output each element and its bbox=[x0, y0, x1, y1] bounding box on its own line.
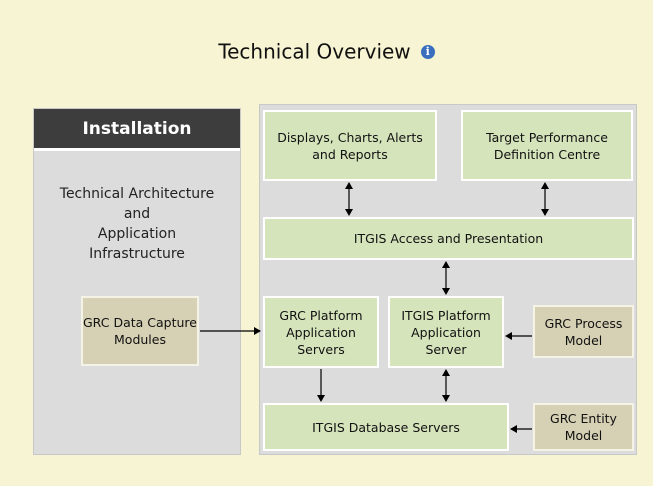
box-label: GRC Entity Model bbox=[550, 411, 617, 443]
grc-data-capture-modules-box: GRC Data Capture Modules bbox=[81, 296, 199, 366]
grc-platform-servers-box: GRC Platform Application Servers bbox=[263, 296, 379, 368]
title-text: Technical Overview bbox=[218, 39, 411, 64]
architecture-line: Technical Architecture bbox=[59, 186, 215, 202]
architecture-line: Infrastructure bbox=[89, 246, 185, 262]
architecture-line: and bbox=[123, 206, 151, 222]
box-label: Displays, Charts, Alerts and Reports bbox=[277, 129, 423, 162]
box-label: ITGIS Database Servers bbox=[312, 419, 460, 435]
box-label: GRC Platform Application Servers bbox=[279, 307, 363, 357]
grc-entity-model-box: GRC Entity Model bbox=[533, 403, 634, 451]
architecture-description: Technical Architecture and Application I… bbox=[34, 184, 240, 264]
installation-panel: Installation Technical Architecture and … bbox=[33, 108, 241, 455]
grc-process-model-box: GRC Process Model bbox=[533, 305, 634, 358]
target-performance-box: Target Performance Definition Centre bbox=[461, 110, 633, 181]
box-label: ITGIS Access and Presentation bbox=[353, 231, 544, 246]
box-label: GRC Data Capture Modules bbox=[83, 315, 197, 347]
architecture-line: Application bbox=[97, 226, 177, 242]
box-label: ITGIS Platform Application Server bbox=[401, 307, 491, 357]
page-title: Technical Overview i bbox=[0, 38, 653, 64]
database-servers-box: ITGIS Database Servers bbox=[263, 403, 509, 451]
displays-box: Displays, Charts, Alerts and Reports bbox=[263, 110, 437, 181]
installation-header: Installation bbox=[34, 109, 240, 151]
info-icon[interactable]: i bbox=[420, 44, 435, 59]
itgis-platform-server-box: ITGIS Platform Application Server bbox=[388, 296, 504, 368]
box-label: GRC Process Model bbox=[544, 315, 623, 348]
access-presentation-box: ITGIS Access and Presentation bbox=[263, 217, 634, 260]
box-label: Target Performance Definition Centre bbox=[486, 129, 608, 162]
